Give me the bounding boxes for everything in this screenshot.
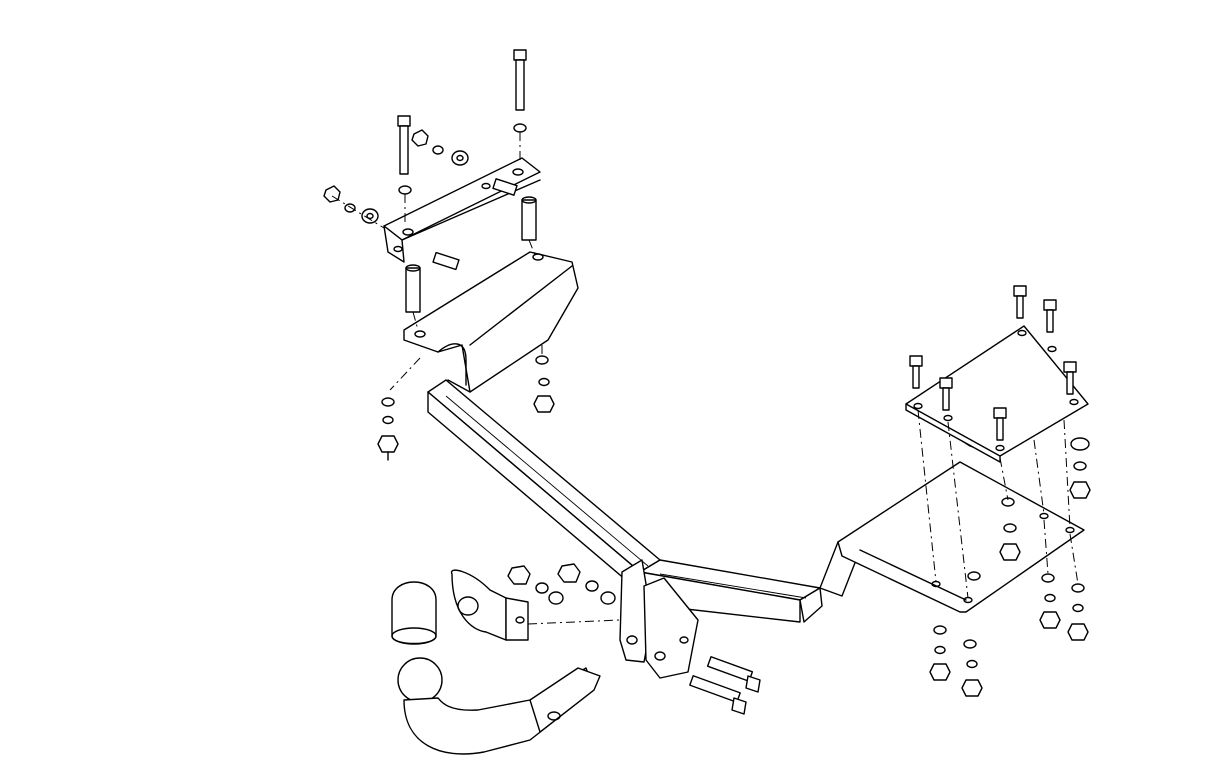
tow-bar-crossbeam (427, 379, 823, 623)
right-mounting-arm (819, 461, 1085, 613)
tow-ball (397, 657, 601, 755)
ball-mount-receiver (619, 559, 761, 715)
left-upper-hardware (323, 129, 469, 229)
left-lower-hardware (377, 345, 555, 461)
left-top-bracket (383, 157, 541, 313)
right-mounting-plate (905, 285, 1089, 599)
socket-plate (450, 563, 621, 641)
left-mounting-arm (403, 251, 579, 393)
right-hardware (929, 437, 1091, 697)
left-bolts (397, 49, 536, 331)
ball-cover-cap (391, 581, 437, 645)
